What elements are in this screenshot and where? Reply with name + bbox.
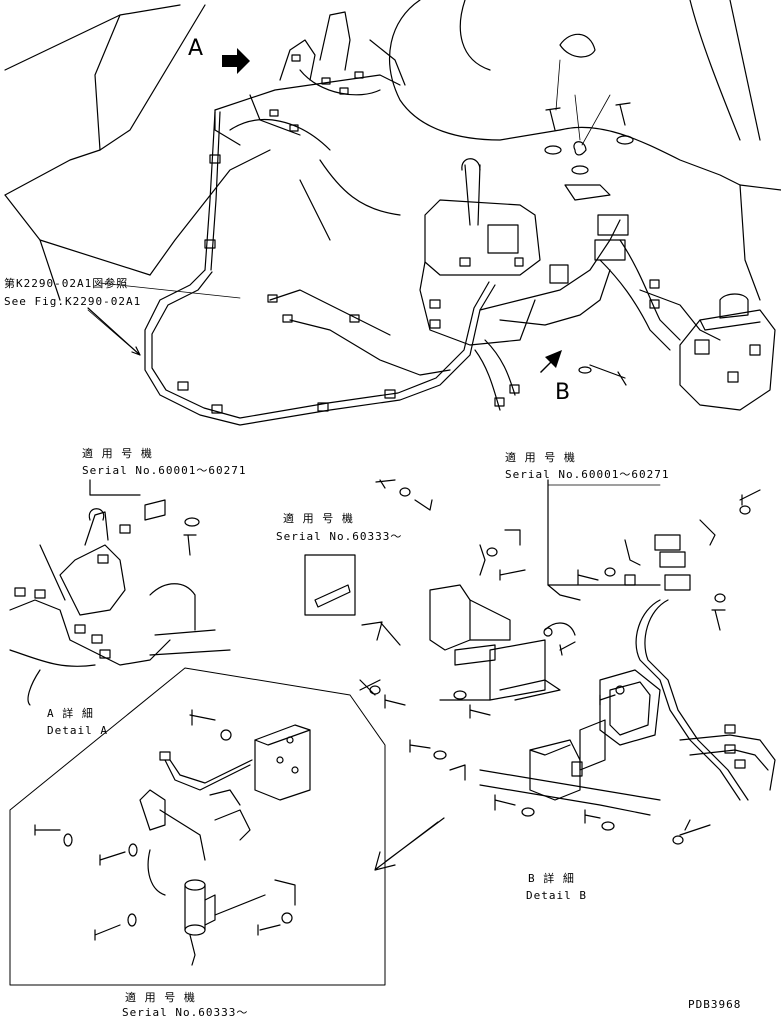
arrow-to-detail bbox=[374, 817, 445, 871]
detail-b-drawing bbox=[359, 479, 776, 845]
bottom-left-parts bbox=[34, 709, 311, 966]
detail-b-jp: B 詳 細 bbox=[528, 872, 575, 885]
applicability-c-en: Serial No.60333～ bbox=[276, 530, 403, 543]
applicability-b-jp: 適 用 号 機 bbox=[505, 451, 576, 464]
top-right-bolts bbox=[544, 102, 721, 386]
reference-jp: 第K2290-02A1図参照 bbox=[4, 277, 129, 290]
applicability-c-jp: 適 用 号 機 bbox=[283, 512, 354, 525]
detail-a-drawing bbox=[9, 479, 231, 706]
serial-bracket-b bbox=[547, 484, 661, 586]
right-lever-console bbox=[419, 158, 569, 346]
applicability-a-en: Serial No.60001～60271 bbox=[82, 464, 247, 477]
applicability-d-jp: 適 用 号 機 bbox=[125, 991, 196, 1004]
detail-a-en: Detail A bbox=[47, 724, 108, 737]
detail-b-en: Detail B bbox=[526, 889, 587, 902]
leader-arrow bbox=[87, 307, 141, 356]
reference-en: See Fig.K2290-02A1 bbox=[4, 295, 142, 308]
left-lever-console bbox=[214, 11, 406, 146]
detail-a-boundary bbox=[9, 667, 386, 986]
applicability-a-jp: 適 用 号 機 bbox=[82, 447, 153, 460]
drawing-code: PDB3968 bbox=[688, 998, 742, 1011]
arrow-to-insert bbox=[361, 621, 401, 646]
view-a-arrow bbox=[222, 48, 250, 74]
cab-outline bbox=[4, 0, 781, 301]
detail-a-jp: A 詳 細 bbox=[47, 707, 94, 720]
view-a-label: A bbox=[188, 36, 204, 61]
insert-box bbox=[304, 554, 356, 616]
applicability-d-en: Serial No.60333～ bbox=[122, 1006, 249, 1019]
main-harness bbox=[144, 111, 681, 426]
washer-tank bbox=[679, 293, 776, 411]
view-b-arrow bbox=[540, 350, 562, 373]
leader-lines bbox=[87, 59, 611, 356]
view-b-label: B bbox=[555, 380, 571, 405]
applicability-b-en: Serial No.60001～60271 bbox=[505, 468, 670, 481]
